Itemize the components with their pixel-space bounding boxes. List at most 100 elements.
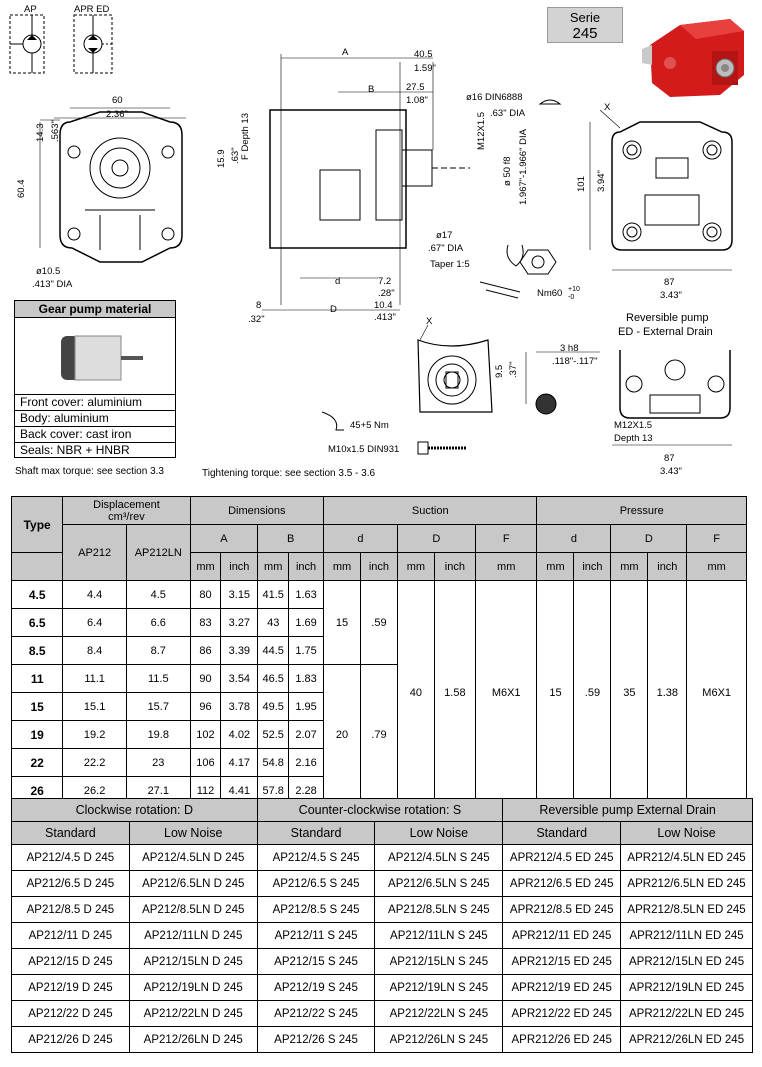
col-unit: inch <box>573 552 612 581</box>
code-cell: AP212/11LN D 245 <box>128 922 258 949</box>
rear-width-in: 3.43" <box>660 290 682 301</box>
code-cell: APR212/22LN ED 245 <box>620 1000 753 1027</box>
col-suction-d: d <box>323 524 398 553</box>
spec-cell: 46.5 <box>257 664 290 693</box>
material-row: Back cover: cast iron <box>15 427 175 443</box>
spec-cell: 15.7 <box>125 692 191 721</box>
spec-cell: 3.54 <box>220 664 259 693</box>
dim-17: ø17 <box>436 230 452 241</box>
taper: Taper 1:5 <box>430 259 470 270</box>
spec-cell: 102 <box>189 720 222 749</box>
key-label-in: .63" DIA <box>490 108 526 119</box>
col-A: A <box>189 524 259 553</box>
col-type: Type <box>10 496 64 553</box>
code-cell: AP212/6.5 D 245 <box>11 870 130 897</box>
spec-cell: 2.16 <box>288 748 324 777</box>
serie-number: 245 <box>572 25 598 42</box>
code-cell: APR212/26 ED 245 <box>502 1026 622 1053</box>
technical-drawing: AP APR ED 60 2.36" 14.3 .563" 60.4 ø10.5… <box>9 4 733 477</box>
spec-cell: 4.4 <box>62 580 127 609</box>
spec-cell: 90 <box>189 664 222 693</box>
dim-8: 8 <box>256 300 261 311</box>
front-width-in: 2.36" <box>106 109 128 120</box>
type-cell: 19 <box>10 720 64 749</box>
sub-low-noise: Low Noise <box>620 821 753 845</box>
code-cell: AP212/26 S 245 <box>256 1026 376 1053</box>
code-cell: AP212/19LN S 245 <box>374 974 504 1001</box>
dim-63: .63" <box>230 147 241 164</box>
reversible-view <box>612 350 732 446</box>
spec-cell: 80 <box>189 580 222 609</box>
code-cell: APR212/8.5LN ED 245 <box>620 896 753 923</box>
side-A: A <box>342 47 349 58</box>
col-ap212: AP212 <box>62 524 127 581</box>
side-d: d <box>335 276 340 287</box>
spec-cell: 41.5 <box>257 580 290 609</box>
reversible-title-2: ED - External Drain <box>618 326 713 338</box>
col-unit: mm <box>257 552 290 581</box>
code-cell: APR212/6.5LN ED 245 <box>620 870 753 897</box>
code-cell: APR212/6.5 ED 245 <box>502 870 622 897</box>
dim-67: .67" DIA <box>428 243 464 254</box>
code-cell: AP212/26LN D 245 <box>128 1026 258 1053</box>
dim-40-5: 40.5 <box>414 49 433 60</box>
code-cell: APR212/15LN ED 245 <box>620 948 753 975</box>
code-cell: APR212/19 ED 245 <box>502 974 622 1001</box>
spec-cell: 11.1 <box>62 664 127 693</box>
codes-table: Clockwise rotation: D Counter-clockwise … <box>11 798 753 1053</box>
sub-low-noise: Low Noise <box>128 821 258 845</box>
front-h1-in: .563" <box>50 120 61 142</box>
spec-cell: 11.5 <box>125 664 191 693</box>
reversible-depth: Depth 13 <box>614 433 653 444</box>
front-height-mm: 60.4 <box>16 180 27 199</box>
type-cell: 11 <box>10 664 64 693</box>
col-unit: mm <box>474 552 538 581</box>
code-cell: AP212/15LN D 245 <box>128 948 258 975</box>
code-cell: APR212/26LN ED 245 <box>620 1026 753 1053</box>
detail-view <box>321 324 600 455</box>
col-dimensions: Dimensions <box>189 496 325 525</box>
code-cell: APR212/4.5 ED 245 <box>502 844 622 871</box>
detail-9-5: 9.5 <box>494 365 505 378</box>
spec-cell: 86 <box>189 636 222 665</box>
col-unit: mm <box>396 552 435 581</box>
col-unit <box>10 552 64 581</box>
front-hole-mm: ø10.5 <box>36 266 60 277</box>
code-cell: AP212/6.5LN D 245 <box>128 870 258 897</box>
material-row: Seals: NBR + HNBR <box>20 443 130 457</box>
pump-photo <box>642 19 744 97</box>
spec-cell: 2.07 <box>288 720 324 749</box>
spec-cell: 35 <box>610 580 649 805</box>
material-box: Gear pump material Front cover: aluminiu… <box>14 300 176 458</box>
col-unit: inch <box>220 552 259 581</box>
rear-x: X <box>604 102 611 113</box>
dim-32: .32" <box>248 314 265 325</box>
serie-label: Serie <box>569 10 601 25</box>
detail-37: .37" <box>508 361 519 378</box>
code-cell: AP212/8.5 S 245 <box>256 896 376 923</box>
code-cell: APR212/8.5 ED 245 <box>502 896 622 923</box>
col-suction-D: D <box>396 524 476 553</box>
spec-cell: 3.78 <box>220 692 259 721</box>
code-cell: AP212/8.5LN D 245 <box>128 896 258 923</box>
front-hole-in: .413" DIA <box>32 279 73 290</box>
shaft-dia: ø 50 f8 <box>502 156 513 186</box>
spec-cell: 20 <box>323 664 361 805</box>
spec-cell: 96 <box>189 692 222 721</box>
code-cell: AP212/26 D 245 <box>11 1026 130 1053</box>
spec-cell: 19.2 <box>62 720 127 749</box>
type-cell: 22 <box>10 748 64 777</box>
side-B: B <box>368 84 374 95</box>
serie-badge: Serie 245 <box>547 7 623 43</box>
tol-plus: +10 <box>568 286 580 293</box>
col-pressure-d: d <box>536 524 612 553</box>
material-row: Body: aluminium <box>15 411 175 427</box>
nut-torque: Nm60 <box>537 288 562 299</box>
spec-cell: 4.41 <box>220 776 259 805</box>
col-unit: inch <box>288 552 324 581</box>
